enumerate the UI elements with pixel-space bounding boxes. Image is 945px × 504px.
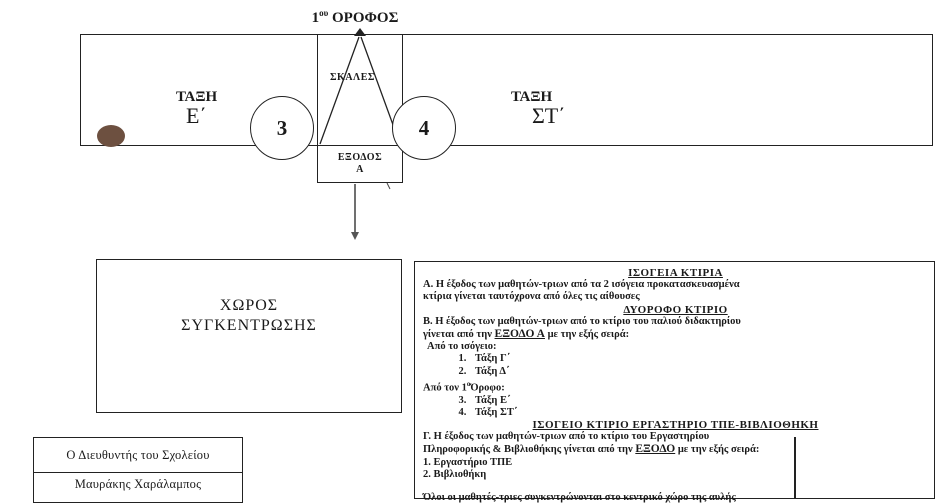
instr-c-pre: Πληροφορικής & Βιβλιοθήκης γίνεται από τ… xyxy=(423,444,636,456)
exit-label-line1: ΕΞΟΔΟΣ xyxy=(337,152,383,163)
instr-c-line1: Γ. Η έξοδος των μαθητών-τριων από το κτί… xyxy=(423,431,710,443)
exit-a-ref: ΕΞΟΔΟ Α xyxy=(494,328,545,341)
instr-c-post: με την εξής σειρά: xyxy=(675,444,760,456)
left-room-name: ΤΑΞΗ xyxy=(176,89,218,105)
from-first-sup: ο xyxy=(466,379,471,388)
stairs-label: ΣΚΑΛΕΣ xyxy=(330,72,375,83)
gathering-area-box: ΧΩΡΟΣ ΣΥΓΚΕΝΤΡΩΣΗΣ xyxy=(96,259,402,413)
instr-b-post: με την εξής σειρά: xyxy=(544,329,630,341)
floor-title: 1ου ΟΡΟΦΟΣ xyxy=(280,8,430,27)
building-outline xyxy=(80,34,933,146)
marker-4: 4 xyxy=(392,96,456,160)
from-ground-floor: Από το ισόγειο: xyxy=(427,341,497,353)
from-first-pre: Από τον 1 xyxy=(423,382,467,394)
from-first-post: Όροφο: xyxy=(470,382,505,394)
lab-list-item-1: 1. Εργαστήριο ΤΠΕ xyxy=(423,456,513,468)
list-item: Τάξη Δ΄ xyxy=(469,366,928,378)
gathering-area-label: ΧΩΡΟΣ ΣΥΓΚΕΝΤΡΩΣΗΣ xyxy=(97,296,401,336)
first-floor-list: Τάξη Ε΄ Τάξη ΣΤ΄ xyxy=(423,395,928,419)
gathering-area-line1: ΧΩΡΟΣ xyxy=(219,297,279,314)
principal-name-box: Μαυράκης Χαράλαμπος xyxy=(33,467,243,503)
exit-label-line2: Α xyxy=(356,164,364,175)
right-room-grade: ΣΤ΄ xyxy=(532,103,566,128)
left-room-grade: Ε΄ xyxy=(186,103,207,128)
heading-ground-buildings: ΙΣΟΓΕΙΑ ΚΤΙΡΙΑ xyxy=(628,267,723,279)
instr-b-pre: γίνεται από την xyxy=(423,329,495,341)
list-item: Τάξη Ε΄ xyxy=(469,395,928,407)
instr-a-line1: Α. Η έξοδος των μαθητών-τριων από τα 2 ι… xyxy=(423,279,740,291)
from-first-floor: Από τον 1οΌροφο: xyxy=(423,378,928,395)
position-marker-dot xyxy=(97,125,125,147)
list-item: Τάξη Γ΄ xyxy=(469,353,928,365)
exit-box xyxy=(317,145,403,183)
stairs-line-left xyxy=(319,36,360,145)
floor-number: 1 xyxy=(311,10,320,26)
heading-lab-library: ΙΣΟΓΕΙΟ ΚΤΙΡΙΟ ΕΡΓΑΣΤΗΡΙΟ ΤΠΕ-ΒΙΒΛΙΟΘΗΚΗ xyxy=(532,418,819,431)
ground-floor-list: Τάξη Γ΄ Τάξη Δ΄ xyxy=(423,353,928,377)
principal-title: Ο Διευθυντής του Σχολείου xyxy=(66,447,210,462)
instr-b-line1: Β. Η έξοδος των μαθητών-τριων από το κτί… xyxy=(423,315,741,327)
exit-ref: ΕΞΟΔΟ xyxy=(635,443,676,456)
gathering-area-line2: ΣΥΓΚΕΝΤΡΩΣΗΣ xyxy=(181,317,317,334)
exit-arrow-head xyxy=(351,232,359,240)
floor-number-suffix: ου xyxy=(319,8,329,18)
corner-tick xyxy=(386,182,391,190)
marker-3: 3 xyxy=(250,96,314,160)
heading-two-floor-building: ΔΥΟΡΟΦΟ ΚΤΙΡΙΟ xyxy=(623,303,728,316)
list-item: Τάξη ΣΤ΄ xyxy=(469,407,928,419)
instr-c-line2: Πληροφορικής & Βιβλιοθήκης γίνεται από τ… xyxy=(423,443,928,456)
stairs-arrow-head xyxy=(354,28,366,36)
instr-b-line2: γίνεται από την ΕΞΟΔΟ Α με την εξής σειρ… xyxy=(423,328,928,341)
evacuation-instructions: ΙΣΟΓΕΙΑ ΚΤΙΡΙΑ Α. Η έξοδος των μαθητών-τ… xyxy=(414,261,935,503)
final-note: Όλοι οι μαθητές-τριες συγκεντρώνονται στ… xyxy=(423,491,736,503)
right-room-name: ΤΑΞΗ xyxy=(511,89,553,105)
principal-name: Μαυράκης Χαράλαμπος xyxy=(74,477,202,491)
divider-line xyxy=(794,437,796,499)
lab-list-item-2: 2. Βιβλιοθήκη xyxy=(423,468,487,480)
principal-title-box: Ο Διευθυντής του Σχολείου xyxy=(33,437,243,473)
floor-title-text: ΟΡΟΦΟΣ xyxy=(332,10,399,26)
instr-a-line2: κτίρια γίνεται ταυτόχρονα από όλες τις α… xyxy=(423,291,640,303)
exit-label: ΕΞΟΔΟΣ Α xyxy=(317,152,403,176)
